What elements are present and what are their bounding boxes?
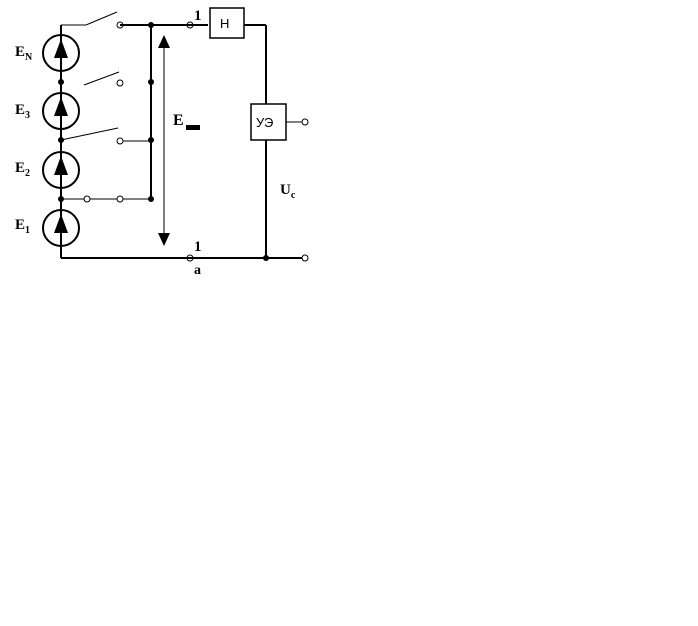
label-e-main: E <box>173 112 184 129</box>
control-output-contact <box>301 118 309 126</box>
voltage-arrow <box>158 35 170 246</box>
rail-junction-140 <box>58 137 64 143</box>
control-block-label: УЭ <box>256 115 273 130</box>
switch-e3-blade <box>83 71 120 86</box>
label-bottom-point: a <box>194 263 201 278</box>
source-e2-symbol <box>42 151 80 189</box>
e-main-subscript-bar <box>186 125 200 130</box>
switch-e1-contact-left <box>83 195 91 203</box>
switch-e1-contact-right <box>116 195 124 203</box>
bus-junction-140 <box>148 137 154 143</box>
bus-junction-top <box>148 22 154 28</box>
rail-junction-199 <box>58 196 64 202</box>
source-en-symbol <box>42 34 80 72</box>
label-e-3: E3 <box>15 102 30 121</box>
bottom-output-contact <box>301 254 309 262</box>
control-block <box>250 103 287 141</box>
bus-junction-199 <box>148 196 154 202</box>
label-e-2: E2 <box>15 160 30 179</box>
rail-junction-82 <box>58 79 64 85</box>
load-block <box>209 7 245 39</box>
label-e-n: EN <box>15 44 33 63</box>
top-terminal-contact <box>186 21 194 29</box>
label-u-c: Uc <box>280 182 296 201</box>
source-e1-symbol <box>42 209 80 247</box>
switch-e2-contact <box>116 137 124 145</box>
source-e3-symbol <box>42 92 80 130</box>
switch-e3-contact <box>116 79 124 87</box>
load-block-label: Н <box>220 16 229 31</box>
switch-e2-blade <box>60 127 119 141</box>
bus-junction-82 <box>148 79 154 85</box>
label-e-1: E1 <box>15 217 30 236</box>
label-top-terminal: 1 <box>194 8 202 24</box>
top-switch-blade <box>85 11 118 26</box>
label-bottom-terminal: 1 <box>194 239 202 255</box>
bottom-terminal-contact <box>186 254 194 262</box>
